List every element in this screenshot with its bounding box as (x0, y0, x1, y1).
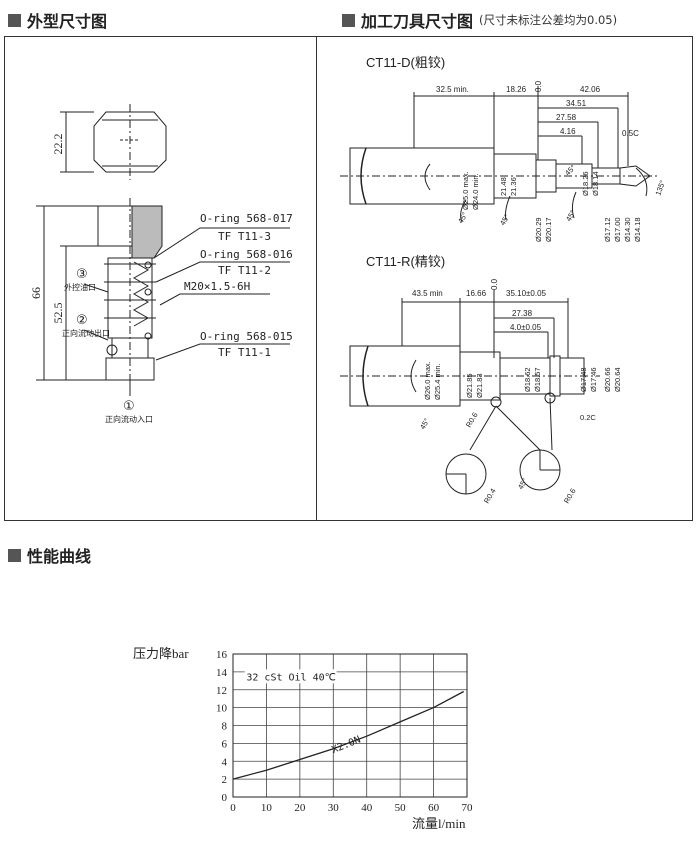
callout-thread: M20×1.5-6H (184, 280, 250, 293)
svg-text:Ø18.57: Ø18.57 (533, 367, 542, 392)
svg-text:0.0: 0.0 (534, 80, 543, 92)
svg-text:45°: 45° (563, 163, 577, 177)
svg-text:Ø21.85: Ø21.85 (465, 373, 474, 398)
tool-d-title: CT11-D(粗铰) (366, 55, 445, 70)
callout-tf-t11-1: TF T11-1 (218, 346, 271, 359)
x-tick-label: 50 (395, 802, 407, 814)
svg-text:27.58: 27.58 (556, 113, 577, 122)
x-tick-label: 30 (328, 802, 340, 814)
svg-text:42.06: 42.06 (580, 85, 601, 94)
drawing-frame (4, 36, 693, 521)
dim-body-length: 52.5 (51, 303, 65, 324)
svg-text:Ø20.17: Ø20.17 (544, 217, 553, 242)
port-3-number: ③ (76, 266, 88, 281)
svg-text:R0.6: R0.6 (562, 487, 578, 505)
x-tick-label: 40 (361, 802, 373, 814)
svg-text:R0.6: R0.6 (464, 411, 480, 429)
svg-text:45°: 45° (564, 209, 577, 223)
callout-oring-016: O-ring 568-016 (200, 248, 293, 261)
square-bullet-icon (8, 548, 21, 562)
svg-text:Ø20.29: Ø20.29 (534, 217, 543, 242)
svg-text:Ø25.0 max.: Ø25.0 max. (461, 171, 470, 210)
dim-total-length: 66 (29, 287, 43, 299)
x-tick-label: 20 (294, 802, 306, 814)
svg-text:18.26: 18.26 (506, 85, 527, 94)
svg-text:32.5 min.: 32.5 min. (436, 85, 469, 94)
svg-text:Ø20.64: Ø20.64 (613, 367, 622, 392)
svg-text:16.66: 16.66 (466, 289, 487, 298)
x-tick-label: 70 (462, 802, 474, 814)
svg-text:4.16: 4.16 (560, 127, 576, 136)
tool-d-drawing: CT11-D(粗铰) 32.5 min. 18.26 0.0 42.06 34.… (340, 55, 667, 505)
svg-text:27.38: 27.38 (512, 309, 533, 318)
callout-tf-t11-2: TF T11-2 (218, 264, 271, 277)
svg-text:Ø17.46: Ø17.46 (589, 367, 598, 392)
port-1-label: 正向流动入口 (105, 414, 153, 424)
svg-text:45°: 45° (516, 477, 529, 491)
y-tick-label: 6 (222, 738, 228, 750)
y-tick-label: 2 (222, 774, 228, 786)
svg-text:Ø18.62: Ø18.62 (523, 367, 532, 392)
svg-text:Ø17.12: Ø17.12 (603, 217, 612, 242)
chart-annotation: 32 cSt Oil 40℃ (246, 672, 336, 683)
svg-text:R0.4: R0.4 (482, 487, 498, 505)
svg-text:Ø26.0 max.: Ø26.0 max. (423, 361, 432, 400)
tolerance-note: (尺寸未标注公差均为0.05) (479, 13, 618, 27)
y-tick-label: 12 (216, 685, 227, 697)
svg-text:0.0: 0.0 (490, 278, 499, 290)
tool-r-title: CT11-R(精铰) (366, 254, 445, 269)
y-tick-label: 8 (222, 721, 228, 733)
svg-text:Ø14.18: Ø14.18 (633, 217, 642, 242)
svg-text:Ø24.0 min.: Ø24.0 min. (471, 173, 480, 210)
y-tick-label: 16 (216, 649, 228, 661)
outline-drawing: 22.2 66 52.5 O-ring 568-017 TF T11-3 O-r… (29, 104, 293, 424)
y-tick-label: 0 (222, 792, 228, 804)
y-tick-label: 14 (216, 667, 228, 679)
svg-text:Ø20.66: Ø20.66 (603, 367, 612, 392)
square-bullet-icon (8, 13, 21, 27)
frame-divider (316, 36, 317, 521)
callout-oring-015: O-ring 568-015 (200, 330, 293, 343)
dim-hex: 22.2 (51, 134, 65, 155)
svg-text:Ø14.30: Ø14.30 (623, 217, 632, 242)
callout-oring-017: O-ring 568-017 (200, 212, 293, 225)
svg-text:0.5C: 0.5C (622, 129, 639, 138)
section-title-tooling: 加工刀具尺寸图 (尺寸未标注公差均为0.05) (342, 8, 617, 32)
svg-text:Ø25.4 min.: Ø25.4 min. (433, 363, 442, 400)
chart-ylabel: 压力降bar (133, 646, 189, 661)
series-line-x2-0n (232, 690, 465, 780)
port-2-label: 正向流动出口 (62, 328, 110, 338)
svg-text:21.48: 21.48 (499, 177, 508, 196)
svg-text:Ø17.48: Ø17.48 (579, 367, 588, 392)
svg-text:Ø21.83: Ø21.83 (475, 373, 484, 398)
svg-text:Ø17.00: Ø17.00 (613, 217, 622, 242)
section-title-outline: 外型尺寸图 (8, 8, 107, 32)
y-tick-label: 10 (216, 703, 228, 715)
x-tick-label: 10 (261, 802, 273, 814)
port-2-number: ② (76, 312, 88, 327)
svg-text:34.51: 34.51 (566, 99, 587, 108)
section-title-performance: 性能曲线 (8, 543, 91, 567)
chart-xlabel: 流量l/min (412, 816, 466, 831)
svg-text:45°: 45° (418, 417, 431, 431)
svg-text:35.10±0.05: 35.10±0.05 (506, 289, 547, 298)
svg-text:45°: 45° (456, 211, 469, 225)
series-label: X2.0N (330, 735, 362, 756)
port-3-label: 外控油口 (64, 282, 96, 292)
svg-text:21.36: 21.36 (509, 177, 518, 196)
svg-text:Ø18.14: Ø18.14 (591, 171, 600, 196)
x-tick-label: 60 (428, 802, 440, 814)
square-bullet-icon (342, 13, 355, 27)
svg-text:45°: 45° (498, 213, 511, 227)
svg-text:43.5 min: 43.5 min (412, 289, 443, 298)
port-1-number: ① (123, 398, 135, 413)
y-tick-label: 4 (222, 756, 228, 768)
svg-text:4.0±0.05: 4.0±0.05 (510, 323, 542, 332)
svg-text:Ø18.26: Ø18.26 (581, 171, 590, 196)
svg-text:0.2C: 0.2C (580, 413, 596, 422)
svg-text:135°: 135° (653, 179, 667, 197)
x-tick-label: 0 (230, 802, 236, 814)
callout-tf-t11-3: TF T11-3 (218, 230, 271, 243)
